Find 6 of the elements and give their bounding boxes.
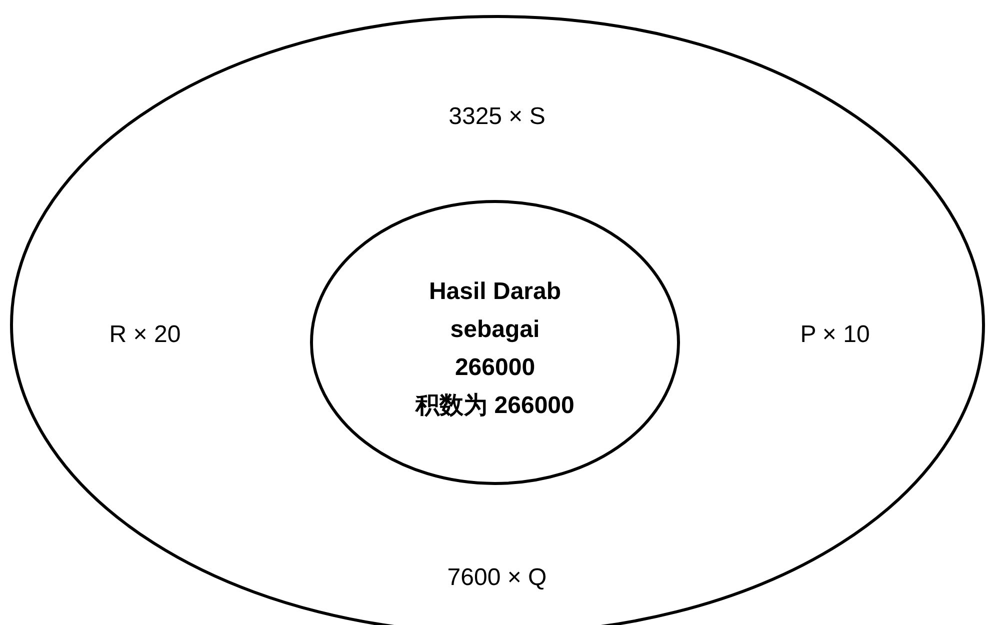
center-label: Hasil Darab sebagai 266000 — [428, 276, 562, 382]
center-label: 积数为 266000 — [416, 390, 574, 420]
product-term: P × 10 — [800, 321, 870, 349]
product-term: 7600 × Q — [447, 564, 547, 592]
product-term: R × 20 — [109, 321, 181, 349]
product-term: 3325 × S — [448, 103, 546, 131]
